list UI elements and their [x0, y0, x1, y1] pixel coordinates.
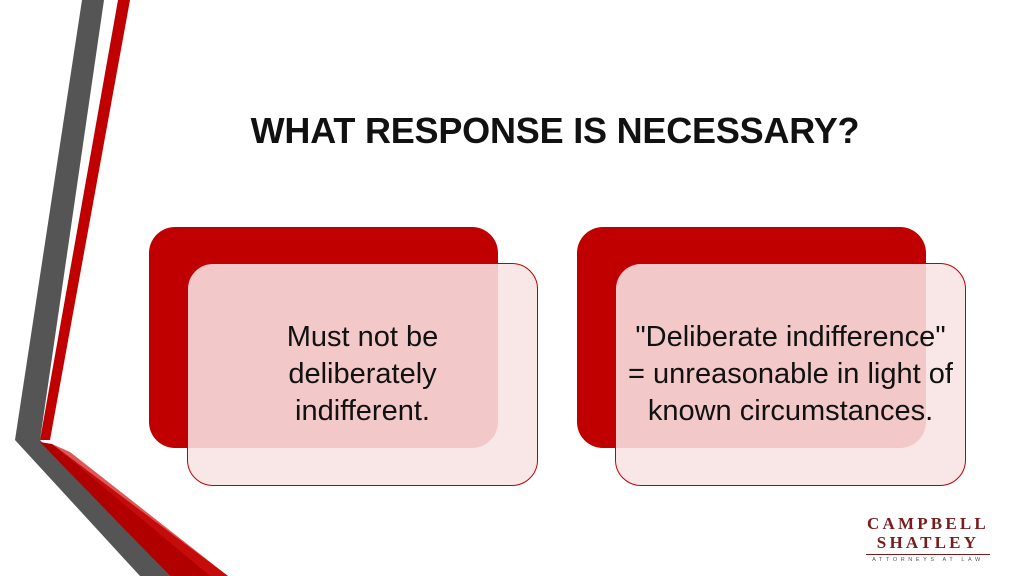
logo-divider — [866, 554, 990, 555]
gray-stripe-upper — [15, 0, 104, 440]
logo-line-2: SHATLEY — [876, 533, 980, 552]
card-2-text: "Deliberate indifference" = unreasonable… — [628, 321, 953, 427]
logo-tagline: ATTORNEYS AT LAW — [872, 557, 984, 563]
firm-logo: CAMPBELL SHATLEY ATTORNEYS AT LAW — [862, 514, 994, 564]
red-stripe-upper — [40, 0, 130, 440]
card-1-front: Must not be deliberately indifferent. — [187, 263, 538, 486]
slide-title: WHAT RESPONSE IS NECESSARY? — [250, 110, 860, 151]
gray-stripe-lower — [15, 440, 170, 576]
red-stripe-lower-highlight — [52, 444, 228, 576]
card-2-front: "Deliberate indifference" = unreasonable… — [615, 263, 966, 486]
logo-line-1: CAMPBELL — [867, 514, 989, 533]
card-1-text: Must not be deliberately indifferent. — [286, 321, 439, 427]
